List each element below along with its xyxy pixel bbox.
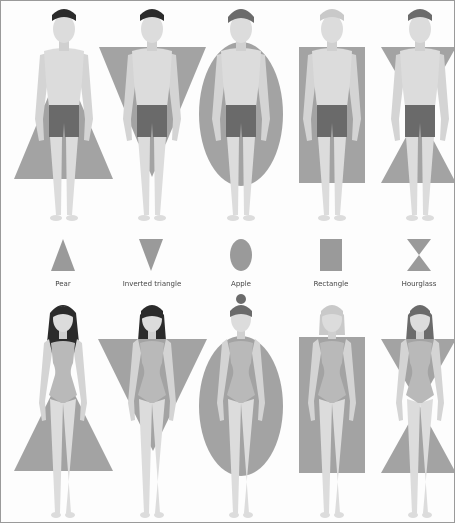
woman-pear	[14, 305, 113, 518]
legend-hourglass: Hourglass	[402, 239, 437, 288]
man-inverted-triangle	[99, 9, 206, 221]
hourglass-icon	[407, 239, 431, 255]
hourglass-label: Hourglass	[402, 280, 437, 288]
legend-pear: Pear	[51, 239, 75, 288]
man-pear	[14, 9, 113, 221]
woman-apple	[199, 294, 283, 518]
pear-label: Pear	[55, 280, 71, 288]
woman-inverted-triangle	[98, 305, 207, 518]
apple-label: Apple	[231, 280, 251, 288]
inverted-triangle-icon	[139, 239, 163, 271]
man-rectangle	[299, 9, 365, 221]
rectangle-label: Rectangle	[314, 280, 349, 288]
man-apple	[199, 9, 283, 221]
oval-icon	[230, 239, 252, 271]
legend-apple: Apple	[230, 239, 252, 288]
woman-hourglass	[381, 305, 455, 518]
man-hourglass	[381, 9, 455, 221]
triangle-icon	[51, 239, 75, 271]
rectangle-icon	[320, 239, 342, 271]
legend-inverted-triangle: Inverted triangle	[123, 239, 182, 288]
legend-rectangle: Rectangle	[314, 239, 349, 288]
inverted-triangle-label: Inverted triangle	[123, 280, 182, 288]
woman-rectangle	[299, 305, 365, 518]
